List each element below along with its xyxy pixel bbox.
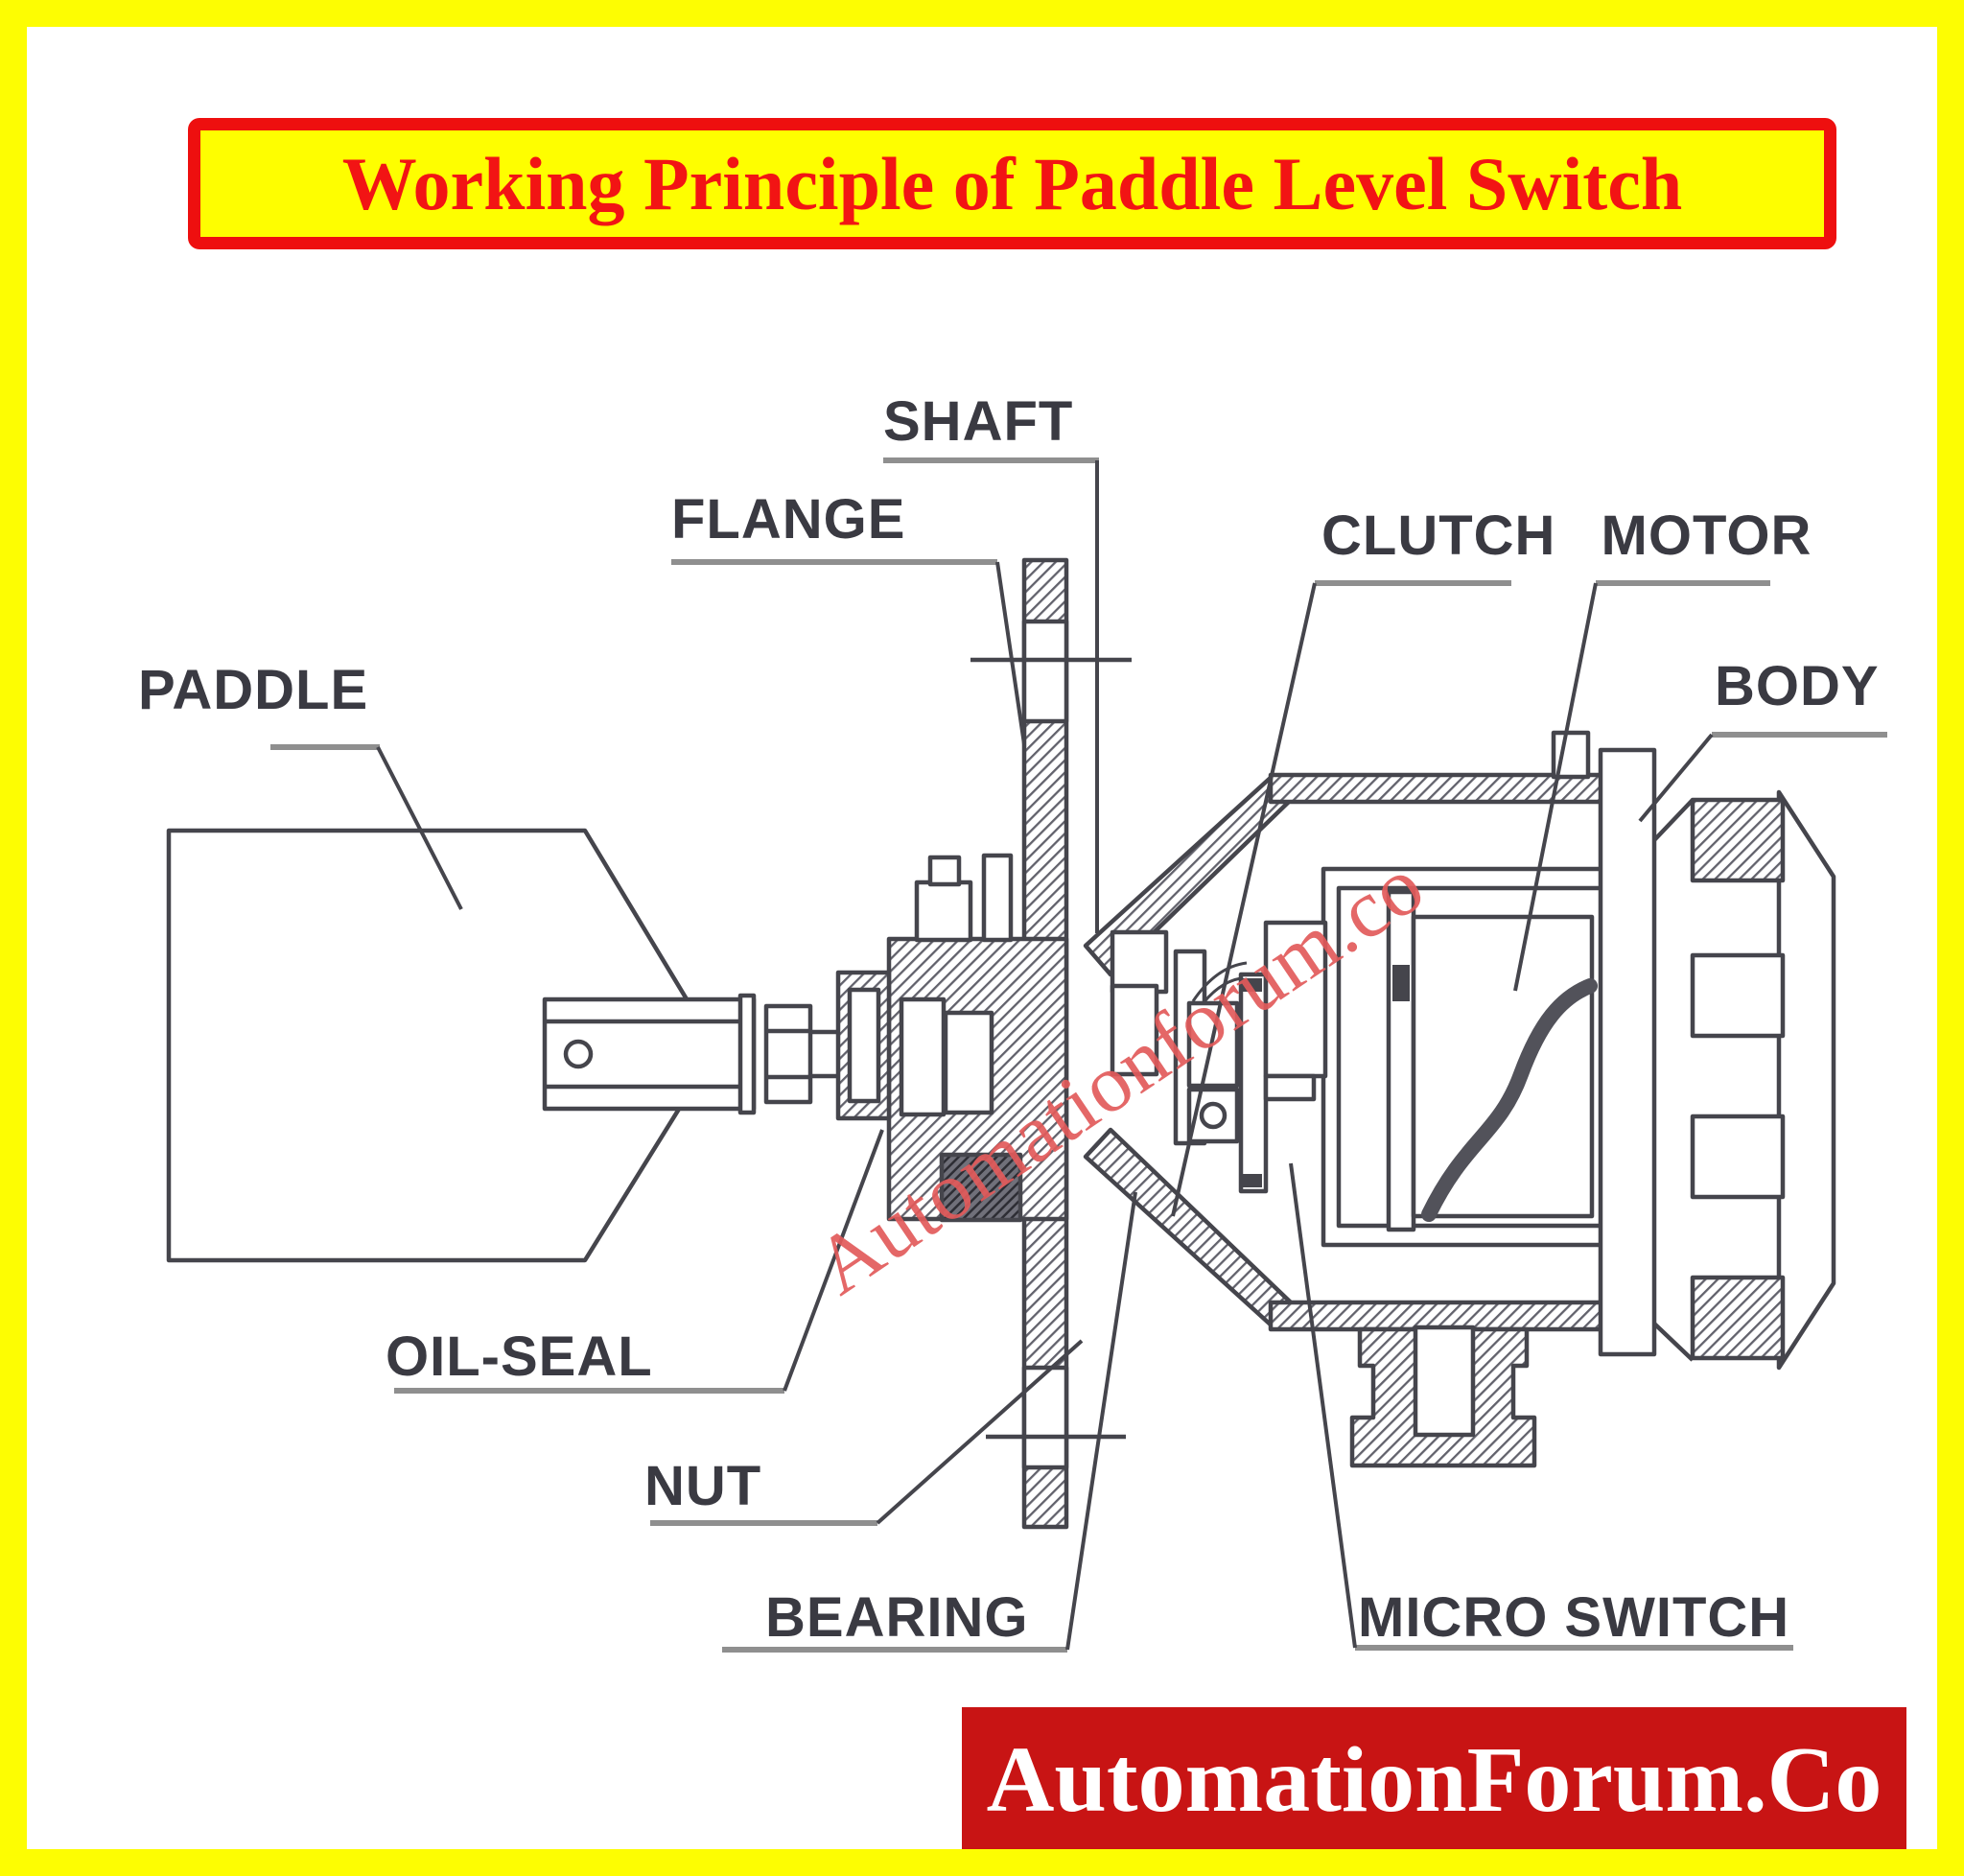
housing-shape (1083, 730, 1610, 1332)
footer-banner: AutomationForum.Co (962, 1707, 1906, 1849)
label-oil-seal: OIL-SEAL (386, 1325, 653, 1388)
boss-assembly-shape (835, 853, 1069, 1223)
shaft-coupler-shape (542, 993, 889, 1115)
mounting-gland-shape (1349, 1325, 1537, 1468)
label-clutch-motor: CLUTCH MOTOR (1321, 504, 1812, 567)
label-shaft: SHAFT (883, 390, 1074, 453)
clutch-assembly-shape (1110, 920, 1328, 1194)
body-cap-shape (1598, 747, 1836, 1371)
footer-text: AutomationForum.Co (986, 1728, 1882, 1832)
label-body: BODY (1715, 655, 1880, 717)
label-flange: FLANGE (671, 488, 906, 551)
label-nut: NUT (644, 1455, 762, 1517)
label-paddle: PADDLE (138, 659, 369, 721)
label-underlines (270, 457, 1887, 1653)
leader-lines (376, 460, 1714, 1651)
paddle-level-switch-diagram (166, 457, 1887, 1653)
clutch-motor-shape (1321, 866, 1610, 1248)
title-text: Working Principle of Paddle Level Switch (341, 141, 1683, 225)
label-micro-switch: MICRO SWITCH (1358, 1586, 1790, 1649)
title-banner: Working Principle of Paddle Level Switch (188, 118, 1836, 249)
label-bearing: BEARING (765, 1586, 1029, 1649)
